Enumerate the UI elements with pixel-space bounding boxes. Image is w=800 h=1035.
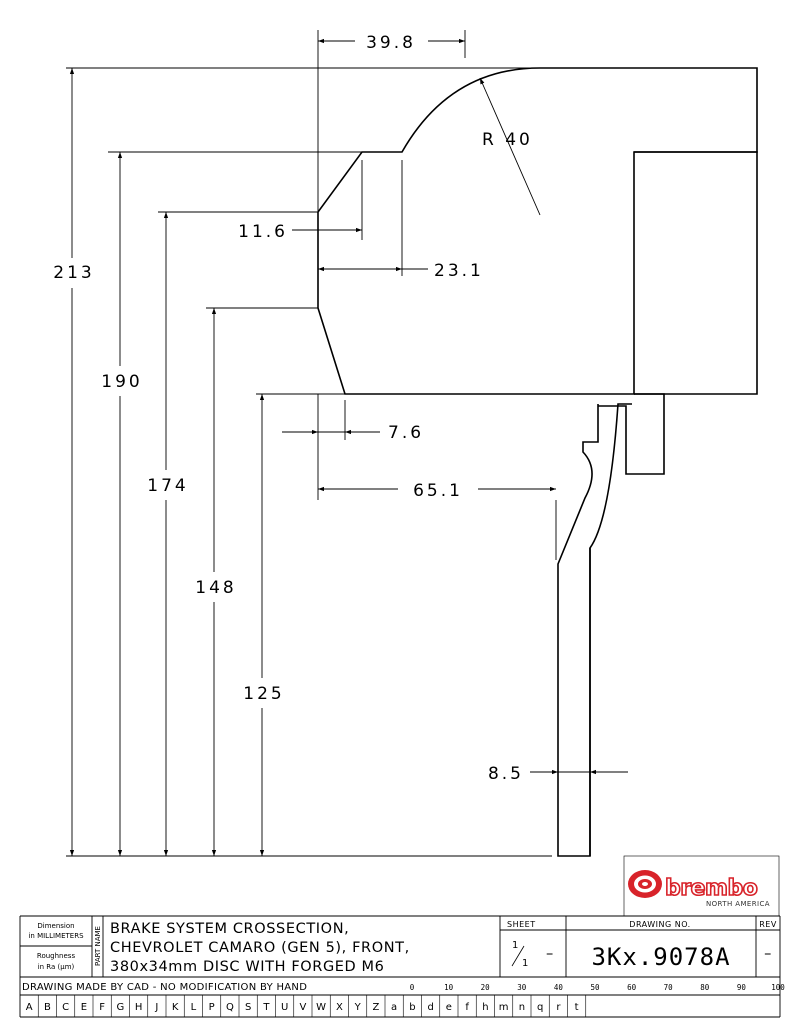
sheet-label: SHEET <box>507 920 536 929</box>
bracket-outline <box>598 393 665 475</box>
roughness-unit: in Ra (μm) <box>38 963 75 971</box>
letter-cell: a <box>391 1002 397 1013</box>
letter-cell: T <box>262 1002 270 1013</box>
title-block <box>19 915 781 1018</box>
letter-cell: b <box>409 1002 415 1013</box>
letter-cell: L <box>191 1002 197 1013</box>
scale-tick-label: 20 <box>481 983 491 992</box>
brand-name: brembo <box>665 876 758 901</box>
dim-125: 125 <box>243 684 284 704</box>
dimension-label: Dimension <box>37 922 74 930</box>
scale-tick-label: 60 <box>627 983 637 992</box>
brand-subtitle: NORTH AMERICA <box>706 900 770 908</box>
letter-cell: Z <box>372 1002 379 1013</box>
letter-cell: h <box>482 1002 488 1013</box>
letter-cell: t <box>575 1002 579 1013</box>
title-line-3: 380x34mm DISC WITH FORGED M6 <box>110 959 384 975</box>
dim-190: 190 <box>101 372 142 392</box>
letter-cell: n <box>519 1002 525 1013</box>
scale-tick-label: 0 <box>410 983 415 992</box>
roughness-label: Roughness <box>37 952 76 960</box>
sheet-total: 1 <box>522 958 529 969</box>
letter-cell: Y <box>354 1002 362 1013</box>
scale-tick-label: 50 <box>590 983 600 992</box>
letter-cell: q <box>537 1002 543 1013</box>
title-line-2: CHEVROLET CAMARO (GEN 5), FRONT, <box>110 940 410 956</box>
letter-cell: H <box>135 1002 143 1013</box>
dim-8-5: 8.5 <box>488 764 524 784</box>
letter-cell: U <box>281 1002 288 1013</box>
letter-cell: Q <box>226 1002 234 1013</box>
dim-148: 148 <box>195 578 236 598</box>
scale-tick-label: 90 <box>737 983 747 992</box>
letter-cell: F <box>99 1002 105 1013</box>
letter-cell: r <box>556 1002 561 1013</box>
drawing-number: 3Kx.9078A <box>591 943 730 971</box>
scale-ruler: 0 10 20 30 40 50 60 70 80 90 100 <box>410 983 786 992</box>
letter-cell: C <box>62 1002 69 1013</box>
letter-cell: X <box>336 1002 343 1013</box>
part-name-label: PART NAME <box>94 926 102 966</box>
letter-cell: e <box>446 1002 452 1013</box>
drawing-no-label: DRAWING NO. <box>629 920 690 929</box>
sheet-dash: – <box>546 946 554 962</box>
letter-cell: d <box>427 1002 433 1013</box>
dim-39-8: 39.8 <box>366 33 416 53</box>
dim-7-6: 7.6 <box>388 423 424 443</box>
letter-cell: m <box>499 1002 509 1013</box>
disc-hat-outline <box>557 403 632 857</box>
letter-cell: K <box>172 1002 179 1013</box>
letter-cell: J <box>154 1002 158 1013</box>
letter-cell: P <box>209 1002 215 1013</box>
title-block-text: Dimension in MILLIMETERS Roughness in Ra… <box>22 920 777 993</box>
dim-213: 213 <box>53 263 94 283</box>
sheet-number: 1 <box>512 940 519 951</box>
rev-value: – <box>764 946 772 962</box>
letter-cell: f <box>465 1002 469 1013</box>
scale-tick-label: 70 <box>664 983 674 992</box>
rev-label: REV <box>759 920 777 929</box>
letter-cell: W <box>316 1002 326 1013</box>
letter-cell: B <box>44 1002 51 1013</box>
brand-logo-box: brembo NORTH AMERICA <box>623 855 780 917</box>
letter-cell: S <box>245 1002 251 1013</box>
dim-174: 174 <box>147 476 188 496</box>
letter-cell: A <box>26 1002 33 1013</box>
scale-tick-label: 100 <box>771 983 785 992</box>
dim-65-1: 65.1 <box>413 481 463 501</box>
part-outline <box>317 67 758 857</box>
cad-note: DRAWING MADE BY CAD - NO MODIFICATION BY… <box>22 982 307 993</box>
scale-tick-label: 80 <box>700 983 710 992</box>
scale-tick-label: 40 <box>554 983 564 992</box>
caliper-body-outline <box>317 67 758 395</box>
letter-cell: V <box>299 1002 306 1013</box>
letter-cell: G <box>117 1002 125 1013</box>
scale-tick-label: 10 <box>444 983 454 992</box>
brembo-logo-icon <box>628 870 662 898</box>
dim-11-6: 11.6 <box>238 222 288 242</box>
dim-r-40: R 40 <box>482 130 533 150</box>
dimension-labels: 39.8 R 40 11.6 23.1 213 190 174 148 125 … <box>53 33 533 784</box>
letter-cell: E <box>81 1002 87 1013</box>
dimension-lines <box>69 38 628 856</box>
extension-lines <box>66 30 557 857</box>
dimension-unit: in MILLIMETERS <box>28 932 84 940</box>
dim-23-1: 23.1 <box>434 261 484 281</box>
scale-tick-label: 30 <box>517 983 527 992</box>
caliper-piston-block <box>634 151 758 395</box>
title-line-1: BRAKE SYSTEM CROSSECTION, <box>110 921 349 937</box>
